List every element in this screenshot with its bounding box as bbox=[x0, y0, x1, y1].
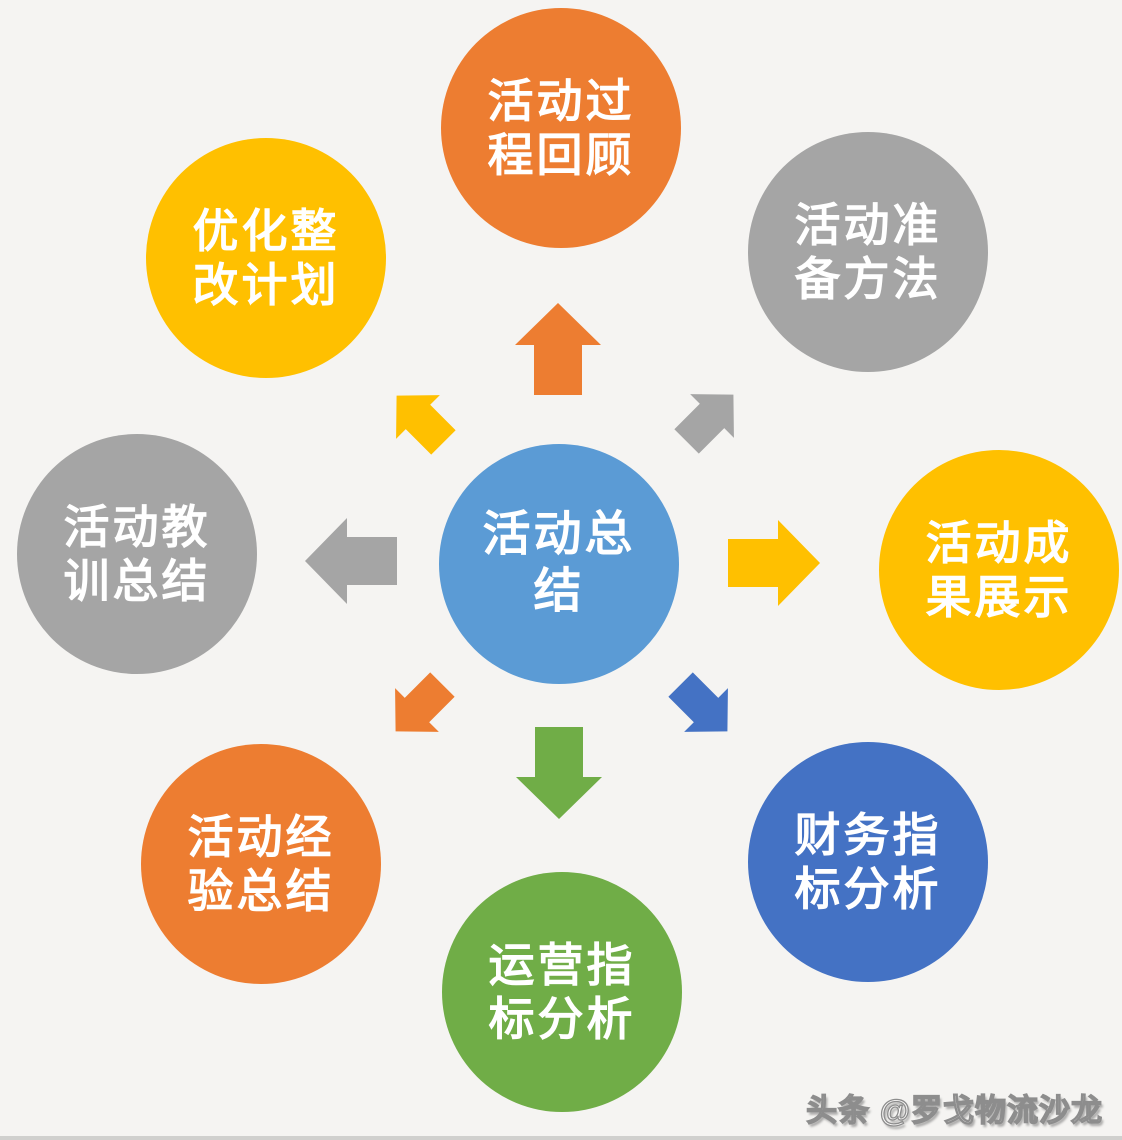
node-operation-indicator-analysis: 运营指 标分析 bbox=[442, 872, 682, 1112]
node-label-line2: 果展示 bbox=[925, 571, 1073, 623]
center-label-line1: 活动总 bbox=[482, 508, 636, 562]
down-arrow-icon bbox=[516, 727, 602, 819]
node-label-line1: 运营指 bbox=[488, 938, 636, 991]
northeast-arrow-icon bbox=[674, 394, 734, 454]
node-label-line2: 标分析 bbox=[794, 863, 942, 915]
node-optimization-rectification-plan: 优化整 改计划 bbox=[146, 138, 386, 378]
node-label-line1: 活动过 bbox=[487, 74, 635, 127]
node-label-line2: 标分析 bbox=[488, 993, 636, 1045]
node-activity-preparation-method: 活动准 备方法 bbox=[748, 132, 988, 372]
node-label-line1: 活动经 bbox=[187, 810, 335, 863]
node-label-line2: 程回顾 bbox=[487, 129, 635, 181]
left-arrow-icon bbox=[305, 518, 397, 604]
node-label-line2: 训总结 bbox=[63, 555, 211, 607]
node-label-line1: 活动准 bbox=[794, 198, 942, 251]
node-label-line2: 备方法 bbox=[794, 253, 942, 305]
node-activity-result-display: 活动成 果展示 bbox=[879, 450, 1119, 690]
northwest-arrow-icon bbox=[396, 395, 456, 455]
southwest-arrow-icon bbox=[395, 672, 455, 732]
center-node-activity-summary: 活动总 结 bbox=[439, 444, 679, 684]
node-label-line2: 改计划 bbox=[192, 259, 340, 311]
node-label-line2: 验总结 bbox=[187, 865, 335, 917]
node-activity-lesson-summary: 活动教 训总结 bbox=[17, 434, 257, 674]
node-label-line1: 活动教 bbox=[63, 500, 211, 553]
node-label-line1: 财务指 bbox=[794, 808, 942, 861]
node-label-line1: 优化整 bbox=[192, 204, 340, 257]
node-activity-experience-summary: 活动经 验总结 bbox=[141, 744, 381, 984]
node-activity-process-review: 活动过 程回顾 bbox=[441, 8, 681, 248]
right-arrow-icon bbox=[728, 520, 820, 606]
watermark-text: 头条 @罗戈物流沙龙 bbox=[806, 1092, 1103, 1128]
up-arrow-icon bbox=[515, 303, 601, 395]
node-label-line1: 活动成 bbox=[925, 516, 1073, 569]
node-financial-indicator-analysis: 财务指 标分析 bbox=[748, 742, 988, 982]
southeast-arrow-icon bbox=[668, 672, 728, 732]
center-label-line2: 结 bbox=[533, 565, 585, 618]
